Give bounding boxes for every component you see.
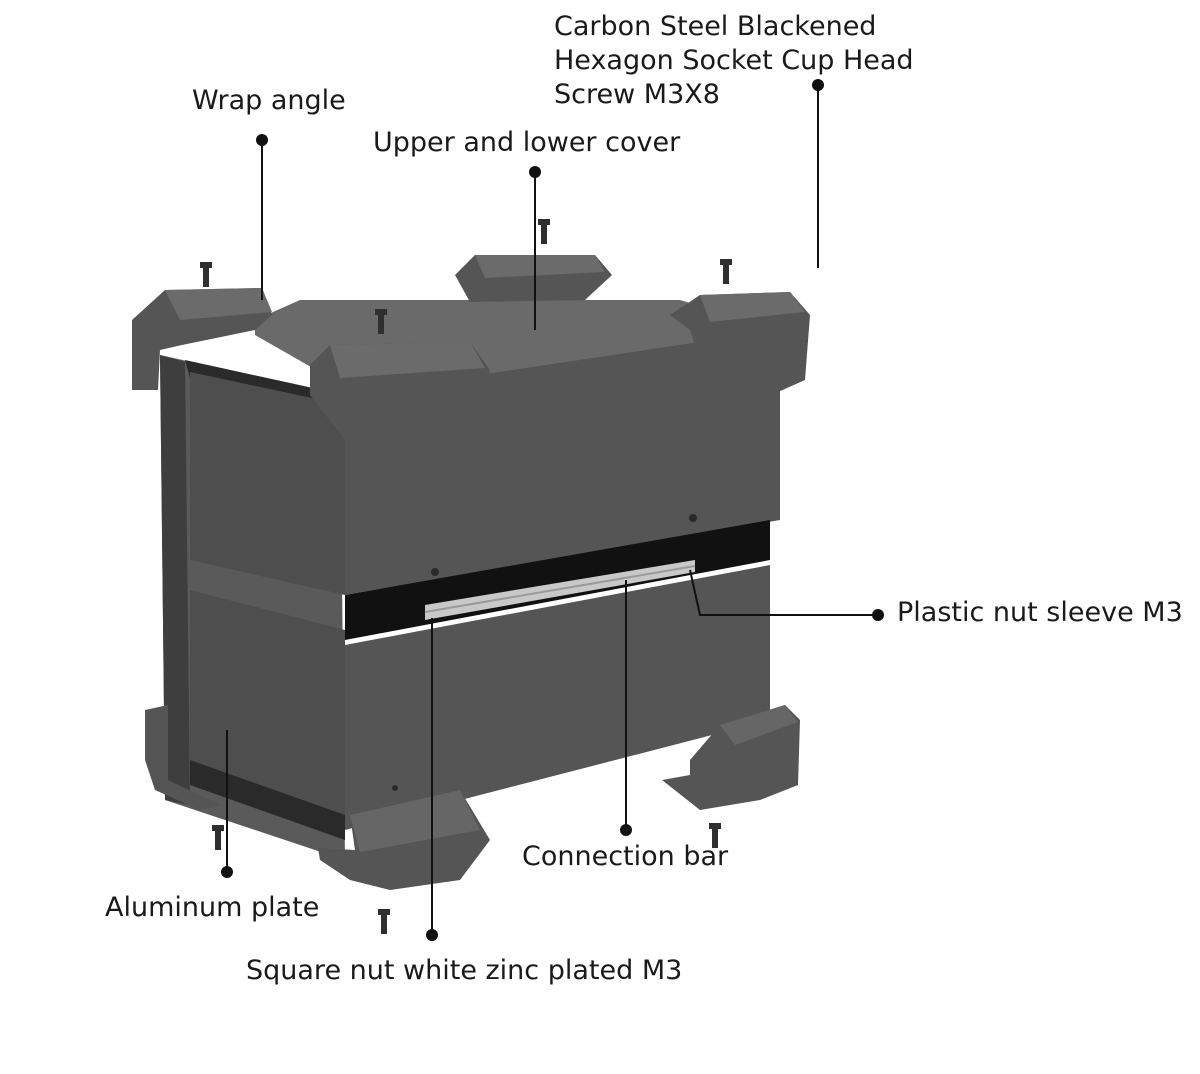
wrap-angle-top-left xyxy=(132,288,272,390)
plastic-nut-sleeve-label: Plastic nut sleeve M3 xyxy=(897,597,1183,628)
wrap-angle-bottom-right xyxy=(662,705,800,810)
screw-label-line1: Carbon Steel Blackened xyxy=(554,11,877,42)
screw-label-line3: Screw M3X8 xyxy=(554,79,720,110)
connection-bar-label: Connection bar xyxy=(522,841,729,872)
leader-lines xyxy=(226,85,878,935)
leader-dots xyxy=(221,79,884,941)
loose-screws xyxy=(200,219,732,934)
wrap-angle-bottom-left xyxy=(145,705,220,810)
lower-cover xyxy=(190,565,770,840)
wrap-angle-bottom-front xyxy=(318,790,490,890)
wrap-angle-top-back xyxy=(455,255,612,302)
wrap-angle-top-front xyxy=(310,342,490,460)
screw-label: Carbon Steel Blackened Hexagon Socket Cu… xyxy=(554,10,914,112)
wrap-angle-label: Wrap angle xyxy=(192,85,346,116)
connection-bar-gap xyxy=(345,520,770,640)
wrap-angle-top-right xyxy=(670,292,810,400)
aluminum-plate-label: Aluminum plate xyxy=(105,892,320,923)
screw-holes xyxy=(392,514,697,791)
square-nut-label: Square nut white zinc plated M3 xyxy=(246,955,683,986)
screw-label-line2: Hexagon Socket Cup Head xyxy=(554,45,914,76)
upper-lower-cover-label: Upper and lower cover xyxy=(373,127,681,158)
